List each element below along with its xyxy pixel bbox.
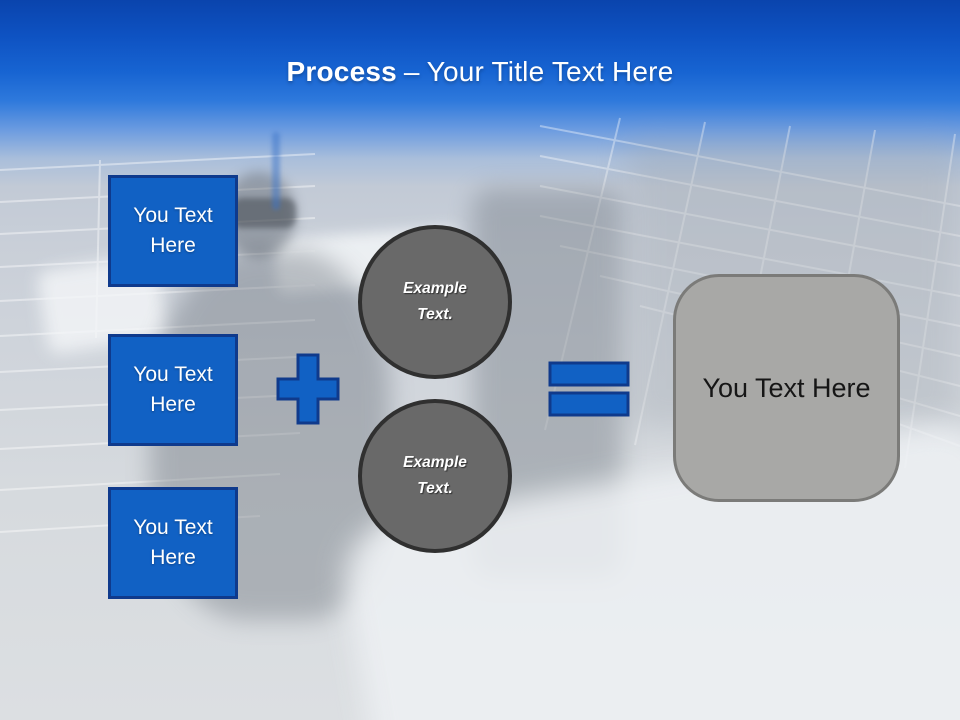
input-box-1-label: You Text Here (133, 203, 213, 257)
equals-icon[interactable] (548, 361, 630, 417)
input-box-2-label: You Text Here (133, 362, 213, 416)
input-box-2[interactable]: You Text Here (108, 334, 238, 446)
input-box-3[interactable]: You Text Here (108, 487, 238, 599)
input-box-1[interactable]: You Text Here (108, 175, 238, 287)
example-circle-2[interactable]: Example Text. (358, 399, 512, 553)
slide-title[interactable]: Process–Your Title Text Here (0, 56, 960, 88)
result-box[interactable]: You Text Here (673, 274, 900, 502)
example-circle-2-label: Example Text. (403, 454, 467, 497)
result-box-label: You Text Here (702, 372, 871, 403)
title-keyword: Process (286, 56, 397, 87)
title-separator: – (403, 56, 420, 87)
plus-icon[interactable] (276, 353, 340, 425)
example-circle-1-label: Example Text. (403, 280, 467, 323)
example-circle-1[interactable]: Example Text. (358, 225, 512, 379)
title-rest: Your Title Text Here (426, 56, 674, 87)
input-box-3-label: You Text Here (133, 515, 213, 569)
